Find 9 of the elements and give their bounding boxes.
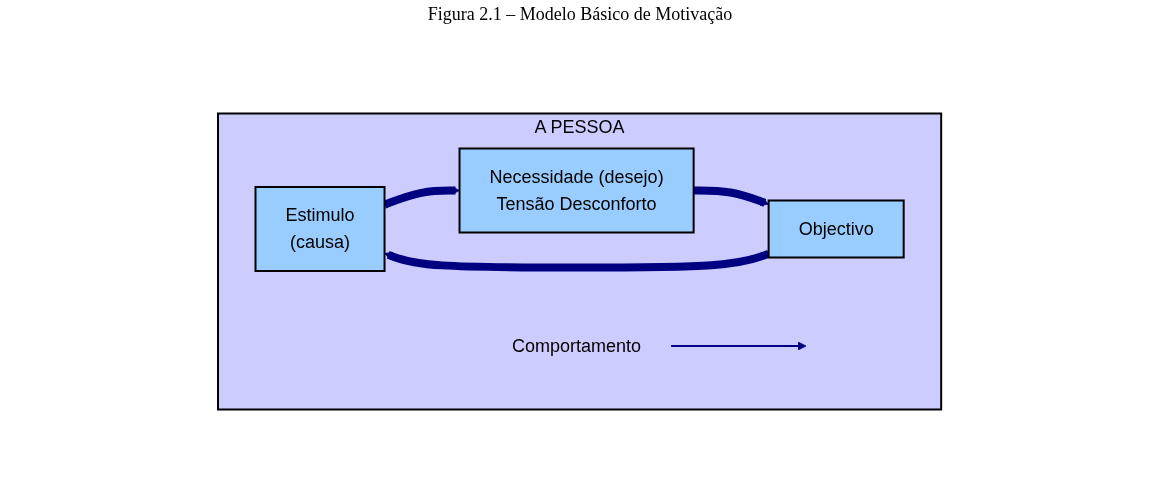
process-box: Objectivo — [768, 199, 906, 259]
process-box: Estimulo (causa) — [254, 186, 386, 272]
text-label: Comportamento — [512, 335, 642, 356]
figure-title: Figura 2.1 – Modelo Básico de Motivação — [426, 4, 734, 25]
leader-arrow — [670, 341, 807, 351]
process-box: Necessidade (desejo) Tensão Desconforto — [458, 147, 696, 234]
arrow — [383, 186, 461, 209]
arrow — [694, 186, 770, 207]
arrow — [384, 250, 771, 272]
